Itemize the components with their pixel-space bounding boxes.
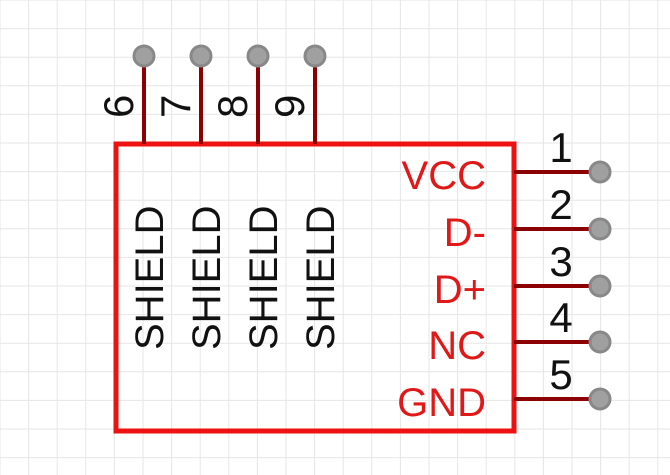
pin-number: 9 [266,95,313,118]
pin-label: VCC [402,154,486,198]
pin-end-icon[interactable] [588,330,612,354]
pin-number: 8 [209,95,256,118]
pin-number: 5 [549,351,572,398]
top-pin-6[interactable]: 6 SHIELD [95,44,172,351]
right-pin-4[interactable]: 4 NC [428,294,612,368]
pin-label: SHIELD [299,206,343,351]
pin-number: 1 [549,124,572,171]
pin-label: SHIELD [128,206,172,351]
pin-end-icon[interactable] [588,387,612,411]
pin-label: D+ [434,268,486,312]
pin-end-icon[interactable] [132,44,156,68]
pin-label: NC [428,324,486,368]
pin-label: SHIELD [185,206,229,351]
pin-end-icon[interactable] [588,274,612,298]
pin-end-icon[interactable] [588,217,612,241]
pin-number: 3 [549,238,572,285]
top-pin-9[interactable]: 9 SHIELD [266,44,343,351]
pin-end-icon[interactable] [189,44,213,68]
pin-number: 4 [549,294,572,341]
top-pin-7[interactable]: 7 SHIELD [152,44,229,351]
pin-label: D- [444,211,486,255]
pin-label: SHIELD [242,206,286,351]
right-pin-5[interactable]: 5 GND [397,351,612,425]
pin-number: 2 [549,181,572,228]
pin-label: GND [397,381,486,425]
pin-number: 7 [152,95,199,118]
right-pin-3[interactable]: 3 D+ [434,238,612,312]
pin-end-icon[interactable] [303,44,327,68]
pin-end-icon[interactable] [246,44,270,68]
right-pin-1[interactable]: 1 VCC [402,124,612,198]
right-pin-2[interactable]: 2 D- [444,181,612,255]
pin-end-icon[interactable] [588,160,612,184]
pin-number: 6 [95,95,142,118]
top-pin-8[interactable]: 8 SHIELD [209,44,286,351]
